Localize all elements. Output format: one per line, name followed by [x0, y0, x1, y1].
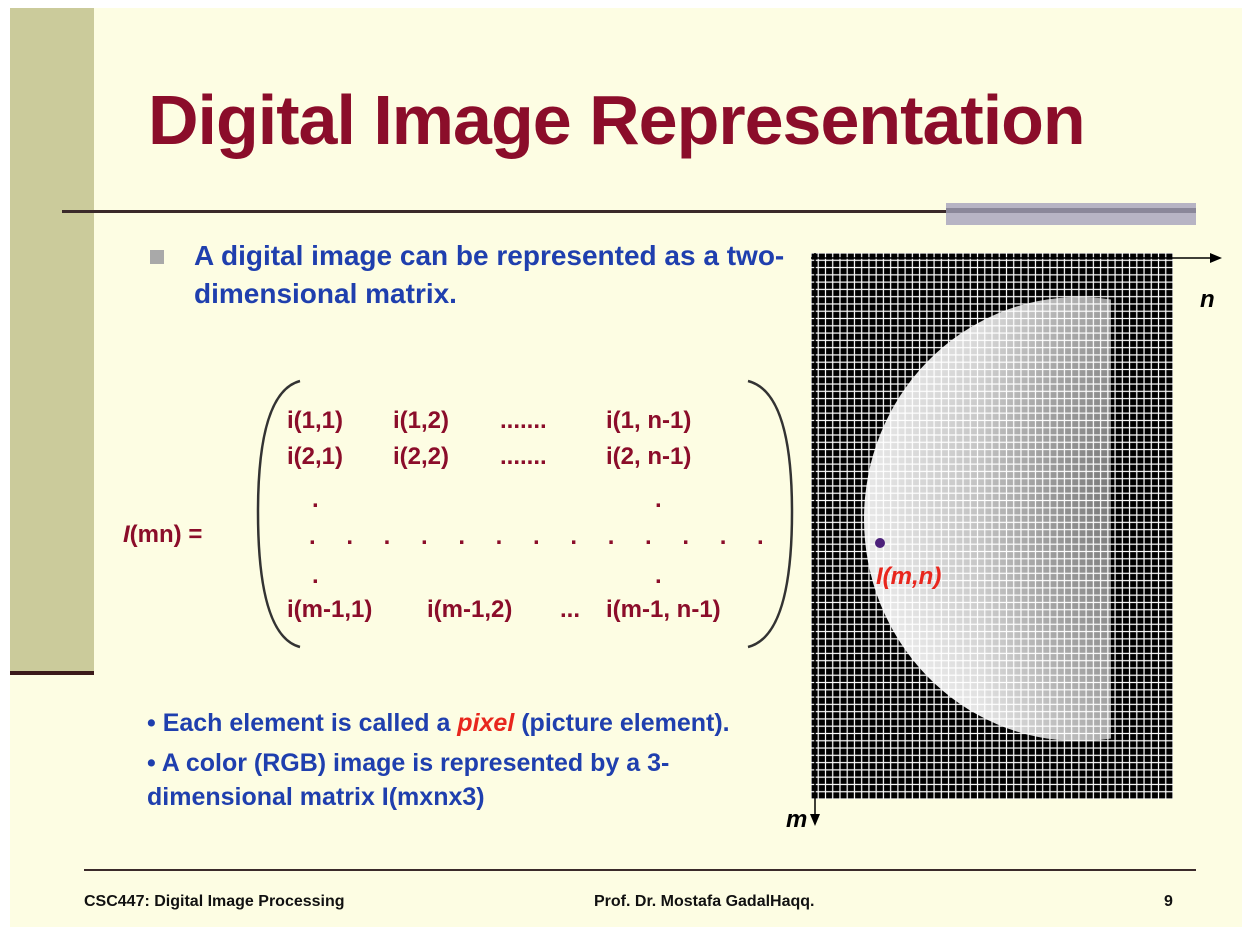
title-rule	[62, 210, 1196, 213]
square-bullet-icon	[150, 250, 164, 264]
title-rule-accent	[946, 203, 1196, 225]
matrix-cell: i(1,2)	[393, 407, 450, 434]
matrix-cell: i(m-1,1)	[287, 596, 373, 623]
matrix-cell: ...	[560, 596, 581, 623]
matrix-label-rest: (mn) =	[129, 521, 203, 548]
n-axis-arrow-icon	[1210, 253, 1222, 263]
pixel-word: pixel	[457, 709, 515, 737]
matrix-dot: .	[655, 486, 662, 513]
rgb-definition: • A color (RGB) image is represented by …	[147, 749, 670, 811]
pixel-definition: • Each element is called a pixel (pictur…	[147, 709, 730, 737]
pixel-marker-icon	[875, 538, 885, 548]
matrix-dot: .	[312, 486, 319, 513]
main-bullet-text: A digital image can be represented as a …	[194, 240, 785, 309]
matrix-cell: i(1,1)	[287, 407, 344, 434]
matrix-dot: .	[655, 562, 662, 589]
pixel-label: I(m,n)	[876, 563, 942, 590]
sidebar-band	[10, 8, 94, 673]
matrix-label: I(mn) =	[123, 521, 202, 549]
axis-n-label: n	[1200, 286, 1215, 313]
sidebar-underline	[10, 671, 94, 675]
axis-m-label: m	[786, 806, 808, 833]
footer-rule	[84, 869, 1196, 871]
matrix-cell: i(m-1,2)	[427, 596, 513, 623]
matrix-dots-row: . . . . . . . . . . . . .	[309, 523, 776, 550]
right-bracket	[747, 379, 794, 649]
slide-title: Digital Image Representation	[148, 81, 1086, 159]
sub-bullet-list: • Each element is called a pixel (pictur…	[147, 706, 787, 820]
matrix-cell: .......	[500, 407, 547, 434]
footer-author: Prof. Dr. Mostafa GadalHaqq.	[594, 893, 815, 910]
matrix-cell: .......	[500, 443, 547, 470]
matrix-cell: i(m-1, n-1)	[606, 596, 721, 623]
footer-course: CSC447: Digital Image Processing	[84, 893, 345, 910]
left-bracket	[256, 379, 301, 649]
pixel-grid-image	[811, 253, 1173, 799]
matrix-cell: i(1, n-1)	[606, 407, 692, 434]
matrix-cell: i(2,1)	[287, 443, 344, 470]
footer-page-number: 9	[1164, 893, 1173, 910]
matrix-dot: .	[312, 562, 319, 589]
matrix-symbol: I	[123, 521, 130, 548]
matrix-cell: i(2,2)	[393, 443, 450, 470]
m-axis-arrow-icon	[810, 814, 820, 826]
matrix-cell: i(2, n-1)	[606, 443, 692, 470]
